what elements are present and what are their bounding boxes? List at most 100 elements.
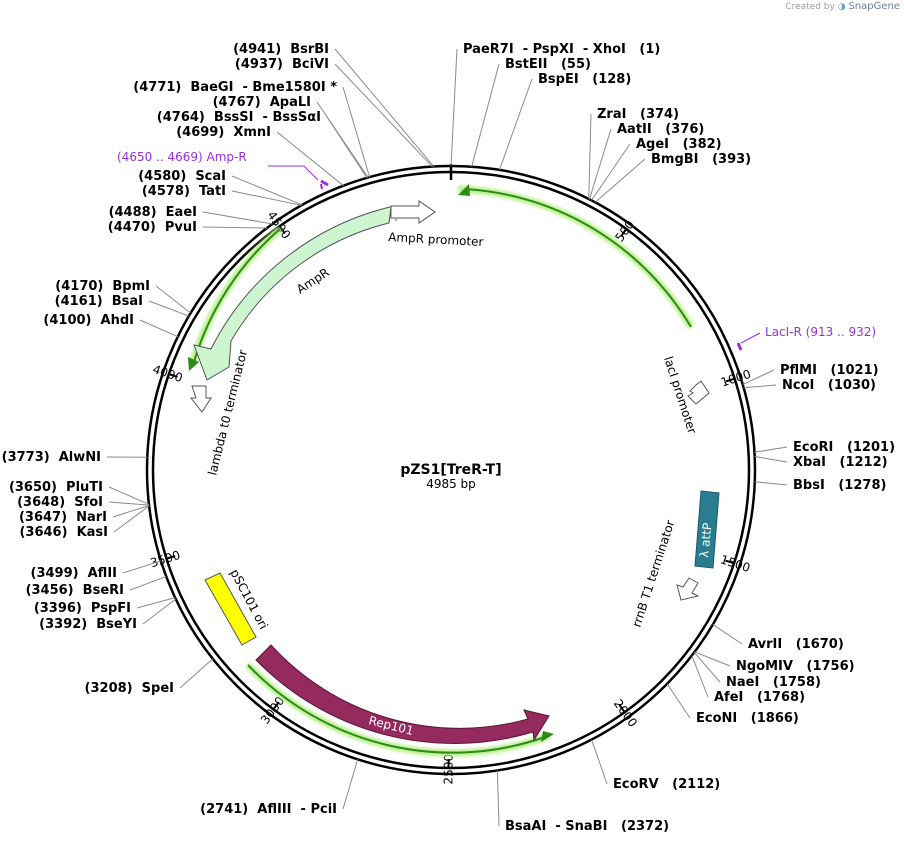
site-leader-line — [276, 131, 344, 187]
primer-laci-r-label: LacI-R (913 .. 932) — [765, 325, 876, 339]
site-leader-line — [202, 211, 273, 225]
ruler-tick — [272, 701, 280, 710]
restriction-site-label[interactable]: (3647) NarI — [19, 510, 107, 525]
restriction-site-label[interactable]: AfeI (1768) — [714, 690, 805, 705]
restriction-site-label[interactable]: (4767) ApaLI — [213, 95, 311, 110]
site-leader-line — [588, 113, 592, 199]
restriction-site-label[interactable]: (3392) BseYI — [39, 617, 137, 632]
restriction-site-label[interactable]: EcoRV (2112) — [613, 777, 720, 792]
restriction-site-label[interactable]: (4578) TatI — [142, 184, 226, 199]
feature-rep101-shape — [255, 644, 550, 744]
ruler-tick — [620, 228, 628, 237]
site-leader-line — [148, 300, 190, 317]
site-leader-line — [142, 598, 177, 625]
site-leader-line — [202, 226, 267, 229]
feature-attp-label: λ attP — [697, 522, 715, 558]
restriction-site-label[interactable]: BspEI (128) — [538, 72, 631, 87]
restriction-site-label[interactable]: EcoNI (1866) — [696, 711, 799, 726]
restriction-site-label[interactable]: AvrII (1670) — [748, 637, 844, 652]
orf-ampr — [193, 228, 281, 363]
restriction-site-label[interactable]: (3648) SfoI — [17, 495, 103, 510]
ruler-tick — [725, 559, 735, 565]
feature-ampr-promoter-label: AmpR promoter — [388, 230, 484, 249]
primer-amp-r[interactable]: (4650 .. 4669) Amp-R — [117, 150, 329, 190]
restriction-site-label[interactable]: ZraI (374) — [597, 107, 679, 122]
restriction-site-label[interactable]: EcoRI (1201) — [793, 440, 895, 455]
restriction-site-label[interactable]: AatII (376) — [617, 122, 704, 137]
site-leader-line — [112, 504, 150, 518]
restriction-site-label[interactable]: (4488) EaeI — [109, 205, 197, 220]
restriction-site-label[interactable]: (3456) BseRI — [26, 583, 124, 598]
feature-ampr-promoter[interactable]: AmpR promoter — [388, 200, 484, 249]
site-leader-line — [594, 158, 646, 203]
feature-ampr-promoter-shape — [390, 200, 436, 224]
primer-laci-r[interactable]: LacI-R (913 .. 932) — [736, 325, 876, 351]
orf-laci-glow — [457, 185, 695, 329]
site-leader-line — [743, 384, 777, 389]
restriction-site-label[interactable]: (4941) BsrBI — [233, 42, 329, 57]
feature-laci-promoter-shape — [687, 380, 710, 405]
feature-laci-promoter[interactable]: lacI promoter — [661, 355, 710, 436]
restriction-site-label[interactable]: (2741) AflIII - PciI — [200, 802, 337, 817]
restriction-site-label[interactable]: AgeI (382) — [636, 137, 722, 152]
ruler-tick-label: 1500 — [719, 552, 752, 575]
site-leader-line — [342, 759, 359, 810]
restriction-site-label[interactable]: (4771) BaeGI - Bme1580I * — [133, 80, 337, 95]
restriction-site-label[interactable]: (3396) PspFI — [34, 601, 131, 616]
site-leader-line — [334, 63, 433, 167]
site-leader-line — [742, 369, 775, 385]
plasmid-size: 4985 bp — [426, 477, 476, 491]
feature-attp[interactable]: λ attP — [694, 490, 720, 569]
site-leader-line — [342, 86, 371, 178]
site-leader-line — [113, 505, 150, 533]
feature-attp-shape — [694, 490, 720, 569]
site-leader-line — [231, 175, 303, 206]
restriction-site-label[interactable]: (4470) PvuI — [108, 220, 197, 235]
snapgene-logo-icon: ◑ — [837, 2, 846, 12]
primer-amp-r-mark — [320, 183, 323, 190]
primer-laci-r-arrow — [736, 342, 743, 351]
restriction-site-label[interactable]: NcoI (1030) — [782, 378, 876, 393]
plasmid-name: pZS1[TreR-T] — [400, 462, 501, 478]
restriction-site-label[interactable]: NaeI (1758) — [726, 675, 821, 690]
restriction-site-label[interactable]: (3773) AlwNI — [2, 450, 101, 465]
credit-brand: SnapGene — [848, 1, 900, 12]
site-leader-line — [694, 651, 731, 667]
restriction-site-label[interactable]: (3499) AflII — [31, 566, 118, 581]
orf-rep101 — [247, 664, 546, 754]
restriction-site-label[interactable]: BstEII (55) — [505, 57, 591, 72]
restriction-site-label[interactable]: (3650) PluTI — [9, 480, 103, 495]
site-leader-line — [139, 319, 179, 338]
feature-rep101[interactable]: Rep101 — [255, 644, 550, 744]
restriction-site-label[interactable]: (3646) KasI — [19, 525, 108, 540]
primer-amp-r-label: (4650 .. 4669) Amp-R — [117, 150, 247, 164]
restriction-site-label[interactable]: (4937) BciVI — [235, 57, 329, 72]
feature-psc101-ori[interactable]: pSC101 ori — [204, 567, 271, 646]
restriction-site-label[interactable]: BbsI (1278) — [793, 478, 886, 493]
orf-ampr-arrowhead — [188, 357, 199, 371]
ruler-tick — [168, 373, 178, 378]
feature-lambda-t0-terminator-shape — [189, 385, 212, 413]
site-leader-line — [754, 456, 788, 463]
restriction-site-label[interactable]: PaeR7I - PspXI - XhoI (1) — [463, 42, 660, 57]
site-leader-line — [129, 575, 167, 591]
site-leader-line — [471, 63, 500, 167]
restriction-site-label[interactable]: BsaAI - SnaBI (2372) — [505, 819, 669, 834]
restriction-site-label[interactable]: PflMI (1021) — [780, 363, 879, 378]
restriction-site-label[interactable]: NgoMIV (1756) — [736, 659, 855, 674]
feature-psc101-ori-shape — [204, 572, 257, 646]
restriction-site-label[interactable]: (4161) BsaI — [55, 294, 143, 309]
restriction-site-label[interactable]: BmgBI (393) — [651, 152, 751, 167]
restriction-site-label[interactable]: (4170) BpmI — [55, 279, 150, 294]
orf-ampr-glow — [188, 226, 283, 367]
feature-rrnb-t1-terminator-label: rrnB T1 terminator — [630, 518, 678, 629]
restriction-site-label[interactable]: (3208) SpeI — [85, 681, 174, 696]
restriction-site-label[interactable]: (4764) BssSI - BssSαI — [157, 110, 321, 125]
restriction-site-label[interactable]: (4699) XmnI — [176, 125, 271, 140]
restriction-site-label[interactable]: (4580) ScaI — [138, 169, 226, 184]
restriction-site-label[interactable]: XbaI (1212) — [793, 455, 888, 470]
site-leader-line — [108, 501, 150, 506]
restriction-site-label[interactable]: (4100) AhdI — [43, 313, 134, 328]
feature-rrnb-t1-terminator[interactable]: rrnB T1 terminator — [630, 518, 700, 629]
snapgene-credit: Created by ◑ SnapGene — [785, 1, 900, 12]
